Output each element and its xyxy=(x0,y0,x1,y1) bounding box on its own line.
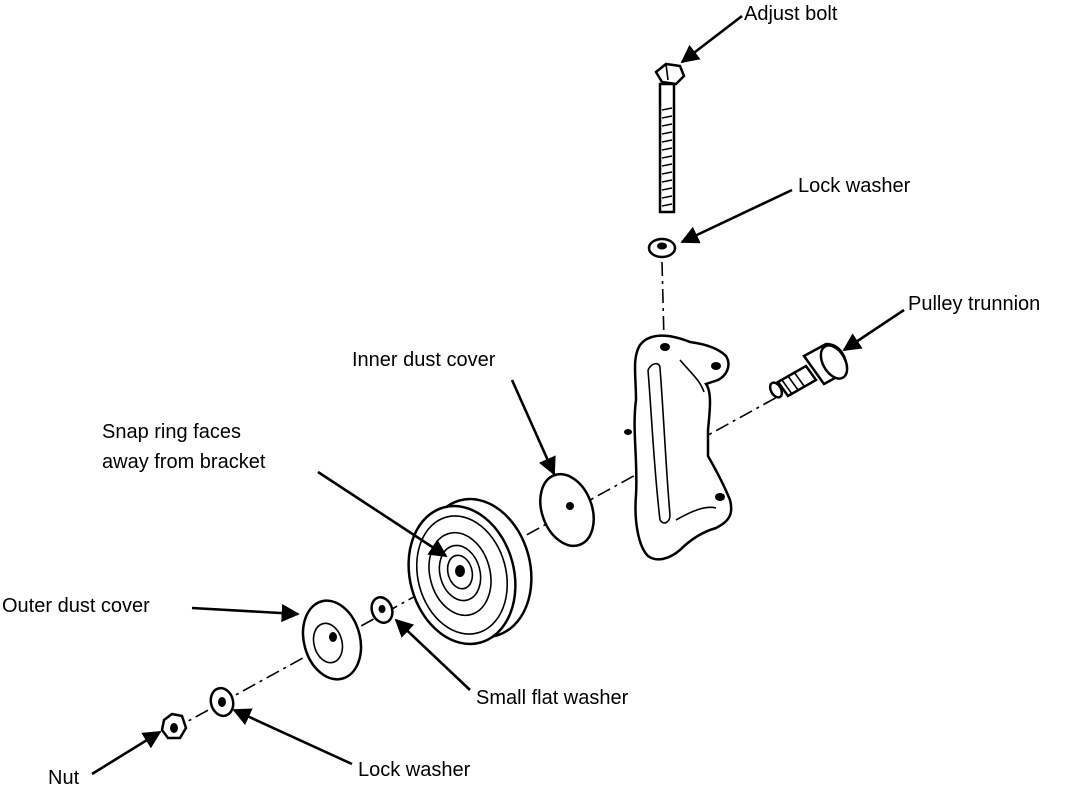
nut-leader xyxy=(91,730,162,776)
inner-dust-cover xyxy=(539,472,595,548)
pulley-trunnion xyxy=(768,342,849,399)
label-adjust-bolt: Adjust bolt xyxy=(744,3,838,25)
label-pulley-trunnion: Pulley trunnion xyxy=(908,293,1041,315)
nut xyxy=(160,712,188,740)
outer-dust-cover-leader xyxy=(191,603,300,623)
label-small-flat-washer: Small flat washer xyxy=(476,687,629,709)
label-inner-dust-cover: Inner dust cover xyxy=(352,349,496,371)
small-flat-washer xyxy=(370,596,394,624)
pulley-trunnion-leader xyxy=(842,308,905,352)
adjust-bolt-leader xyxy=(680,14,743,64)
pulley xyxy=(407,497,533,646)
lock-washer-bottom xyxy=(209,686,235,718)
label-lock-washer-bottom: Lock washer xyxy=(358,759,471,781)
vertical-axis-line xyxy=(661,261,665,341)
adjust-bolt xyxy=(654,62,686,214)
label-snap-ring-line1: Snap ring faces xyxy=(102,421,241,443)
label-snap-ring-line2: away from bracket xyxy=(102,451,266,473)
bracket xyxy=(624,334,733,561)
label-lock-washer-top: Lock washer xyxy=(798,175,911,197)
label-nut: Nut xyxy=(48,767,80,789)
lock-washer-bottom-leader xyxy=(232,708,353,766)
small-flat-washer-leader xyxy=(394,618,471,691)
lock-washer-top-leader xyxy=(680,188,793,244)
snap-ring-leader xyxy=(317,470,448,558)
outer-dust-cover xyxy=(301,599,363,681)
inner-dust-cover-leader xyxy=(510,379,556,476)
lock-washer-top xyxy=(647,237,677,259)
label-outer-dust-cover: Outer dust cover xyxy=(2,595,150,617)
